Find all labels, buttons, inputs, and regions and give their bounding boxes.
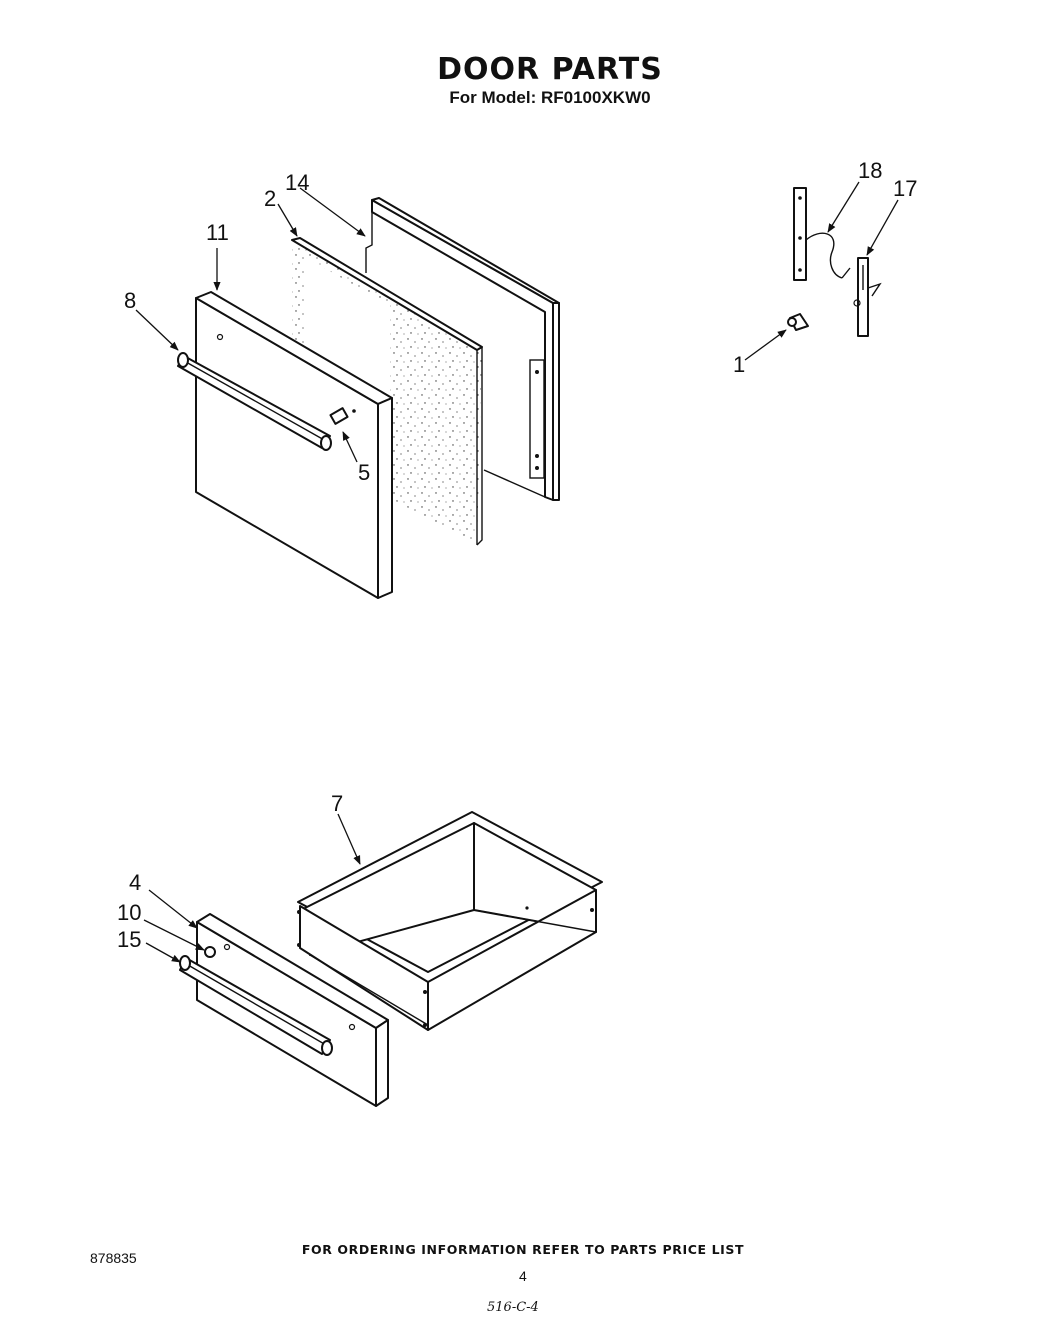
- callout-7: 7: [331, 791, 343, 816]
- hinge-receptacle: [853, 257, 882, 337]
- callout-18: 18: [858, 158, 882, 183]
- callout-1: 1: [733, 352, 745, 377]
- handwritten-note: 516-C-4: [487, 1300, 539, 1315]
- document-number: 878835: [90, 1250, 137, 1266]
- drawer-front-panel: [196, 913, 389, 1107]
- leader-lines: [135, 181, 899, 963]
- door-insulation: [291, 237, 483, 546]
- callout-15: 15: [117, 927, 141, 952]
- callout-2: 2: [264, 186, 276, 211]
- callout-17: 17: [893, 176, 917, 201]
- page-title: DOOR PARTS: [437, 52, 663, 87]
- model-subtitle: For Model: RF0100XKW0: [449, 88, 651, 107]
- drawer-handle: [179, 955, 333, 1056]
- storage-drawer: [297, 811, 603, 1031]
- page-number: 4: [519, 1268, 527, 1284]
- outer-door-panel: [195, 291, 393, 599]
- callout-10: 10: [117, 900, 141, 925]
- callout-5: 5: [358, 460, 370, 485]
- door-hinge: [793, 187, 851, 281]
- callout-11: 11: [206, 220, 229, 245]
- callout-4: 4: [129, 870, 141, 895]
- handle-screw-5: [329, 407, 356, 425]
- inner-door-panel: [365, 197, 560, 501]
- ordering-note: FOR ORDERING INFORMATION REFER TO PARTS …: [301, 1242, 745, 1257]
- hinge-screw: [787, 313, 809, 331]
- oven-door-handle: [177, 352, 332, 451]
- callout-14: 14: [285, 170, 309, 195]
- callout-8: 8: [124, 288, 136, 313]
- drawer-handle-screw: [204, 946, 216, 958]
